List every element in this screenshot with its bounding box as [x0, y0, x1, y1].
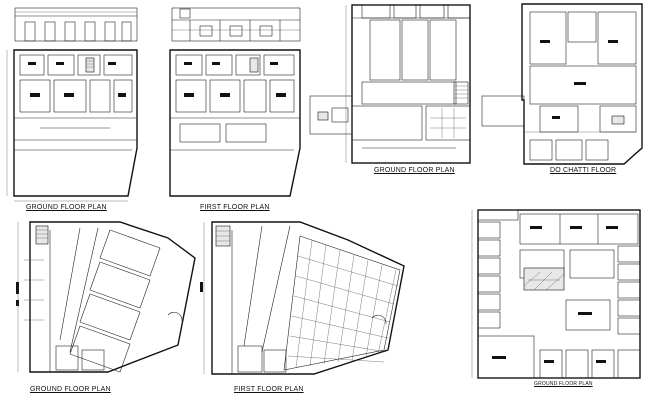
title-drawing-c: GROUND FLOOR PLAN — [374, 167, 455, 174]
drawing-g-plan — [471, 209, 641, 379]
drawing-e-plan — [16, 221, 196, 373]
title-drawing-d: DO CHATTI FLOOR — [550, 167, 617, 174]
drawing-a-plan — [6, 49, 138, 202]
title-drawing-a: GROUND FLOOR PLAN — [26, 204, 107, 211]
title-drawing-f: FIRST FLOOR PLAN — [234, 386, 304, 393]
drawing-d-plan — [481, 3, 643, 165]
title-drawing-b: FIRST FLOOR PLAN — [200, 204, 270, 211]
drawing-b-plan — [169, 49, 301, 197]
drawing-c-plan — [309, 4, 471, 164]
drawing-a-elevation — [14, 7, 138, 42]
drawing-b-elevation — [171, 7, 301, 42]
title-drawing-e: GROUND FLOOR PLAN — [30, 386, 111, 393]
drawing-f-plan — [200, 221, 405, 375]
title-drawing-g: GROUND FLOOR PLAN — [534, 381, 593, 387]
